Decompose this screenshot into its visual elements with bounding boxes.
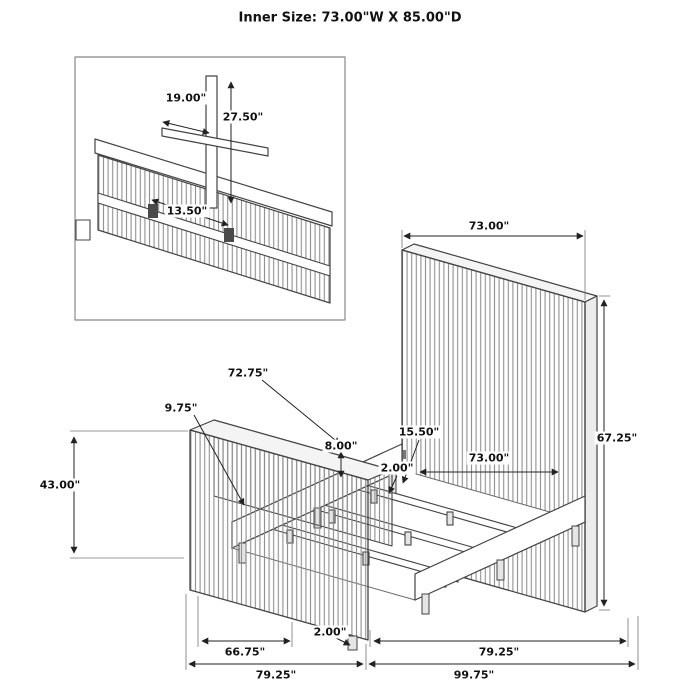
rail-leg xyxy=(496,559,505,581)
dim-inner-depth: 72.75" xyxy=(225,366,271,380)
inset-detail xyxy=(74,56,346,321)
dim-rail-length: 79.25" xyxy=(476,645,522,659)
dim-leg-height: 2.00" xyxy=(311,625,349,639)
dim-footboard-height: 43.00" xyxy=(37,478,83,492)
right-side-rail xyxy=(414,495,586,601)
dim-slat-spacing: 15.50" xyxy=(396,425,442,439)
inset-corner-bracket xyxy=(75,219,91,241)
leader-rail-height xyxy=(193,414,245,506)
rail-leg xyxy=(421,593,430,615)
leader-slat-thickness xyxy=(388,475,398,494)
leader-inner-depth xyxy=(261,379,341,445)
slat-leg xyxy=(404,531,412,546)
leader-leg-height xyxy=(335,637,351,646)
dimension-lines xyxy=(70,230,639,670)
footboard-leg xyxy=(347,635,358,651)
inset-bracket-right xyxy=(224,228,234,242)
footboard-front-face xyxy=(189,429,369,641)
arrow-lines xyxy=(70,232,636,668)
dim-inset-bracket-spacing: 13.50" xyxy=(164,204,210,218)
inset-bracket-left xyxy=(148,204,158,218)
inset-dim-crossbar-line xyxy=(162,120,210,135)
headboard-side-face xyxy=(584,295,598,613)
dim-inset-crossbar-width: 19.00" xyxy=(163,91,209,105)
slat-leg xyxy=(446,511,454,526)
dim-inset-mount-height: 27.50" xyxy=(220,110,266,124)
rail-leg xyxy=(571,525,580,547)
dim-footboard-inner-width: 66.75" xyxy=(222,645,268,659)
footboard xyxy=(189,419,393,651)
page-title: Inner Size: 73.00"W X 85.00"D xyxy=(238,10,462,26)
dim-headboard-height: 67.25" xyxy=(594,431,640,445)
dim-inner-width: 73.00" xyxy=(466,451,512,465)
dim-slat-thickness: 2.00" xyxy=(378,461,416,475)
dim-overall-depth: 99.75" xyxy=(451,668,497,682)
dim-headboard-width: 73.00" xyxy=(466,219,512,233)
extension-lines xyxy=(70,230,639,670)
dim-side-rail-height: 9.75" xyxy=(162,401,200,415)
dim-footboard-width: 79.25" xyxy=(253,668,299,682)
dim-deck-height: 8.00" xyxy=(322,439,360,453)
